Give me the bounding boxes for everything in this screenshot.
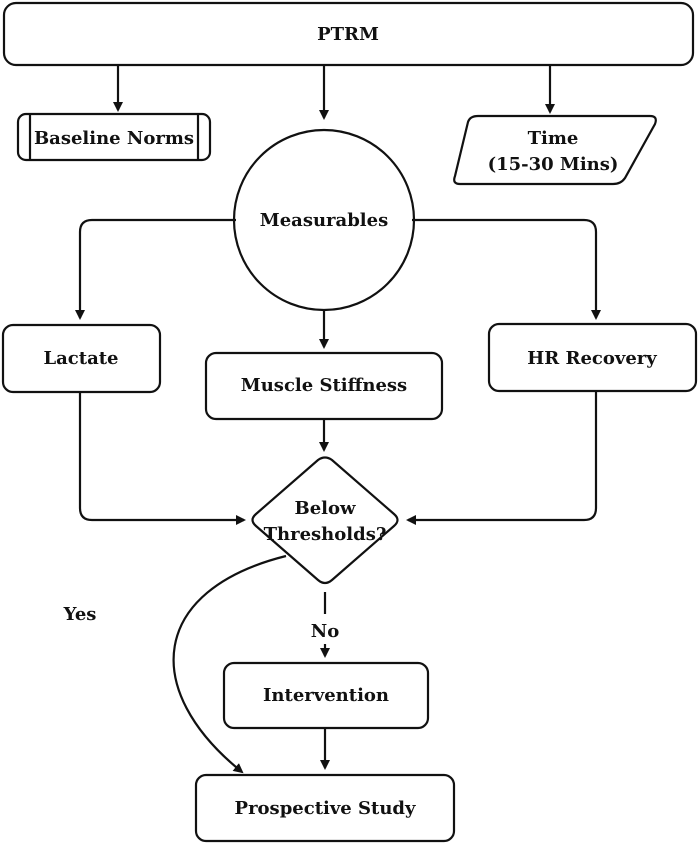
muscle-stiffness-label: Muscle Stiffness (241, 375, 407, 396)
muscle-stiffness-node: Muscle Stiffness (204, 351, 444, 421)
lactate-label: Lactate (43, 348, 118, 369)
hr-recovery-node: HR Recovery (487, 322, 698, 393)
prospective-study-node: Prospective Study (194, 773, 456, 843)
hr-recovery-label: HR Recovery (527, 348, 657, 369)
measurables-node: Measurables (232, 128, 416, 312)
lactate-node: Lactate (1, 323, 162, 394)
yes-label: Yes (63, 604, 97, 625)
decision-node: Below Thresholds? (251, 456, 399, 585)
arrow-lactate-to-decision (78, 392, 246, 525)
decision-label-line2: Thresholds? (264, 524, 387, 545)
ptrm-node: PTRM (2, 1, 695, 67)
arrow-measurables-to-hr-recovery (412, 218, 601, 320)
time-label-line1: Time (528, 128, 579, 149)
measurables-label: Measurables (260, 210, 388, 231)
arrow-measurables-to-lactate (75, 218, 236, 320)
time-node: Time (15-30 Mins) (453, 114, 657, 186)
baseline-norms-node: Baseline Norms (16, 112, 212, 162)
arrow-hr-recovery-to-decision (406, 391, 598, 525)
ptrm-label: PTRM (317, 24, 379, 45)
arrow-decision-yes-to-prospective-study (172, 554, 287, 774)
no-label: No (311, 621, 339, 642)
decision-label-line1: Below (294, 498, 356, 519)
baseline-norms-label: Baseline Norms (34, 128, 194, 149)
prospective-study-label: Prospective Study (235, 798, 416, 819)
time-label-line2: (15-30 Mins) (488, 154, 619, 175)
intervention-node: Intervention (222, 661, 430, 730)
intervention-label: Intervention (263, 685, 389, 706)
